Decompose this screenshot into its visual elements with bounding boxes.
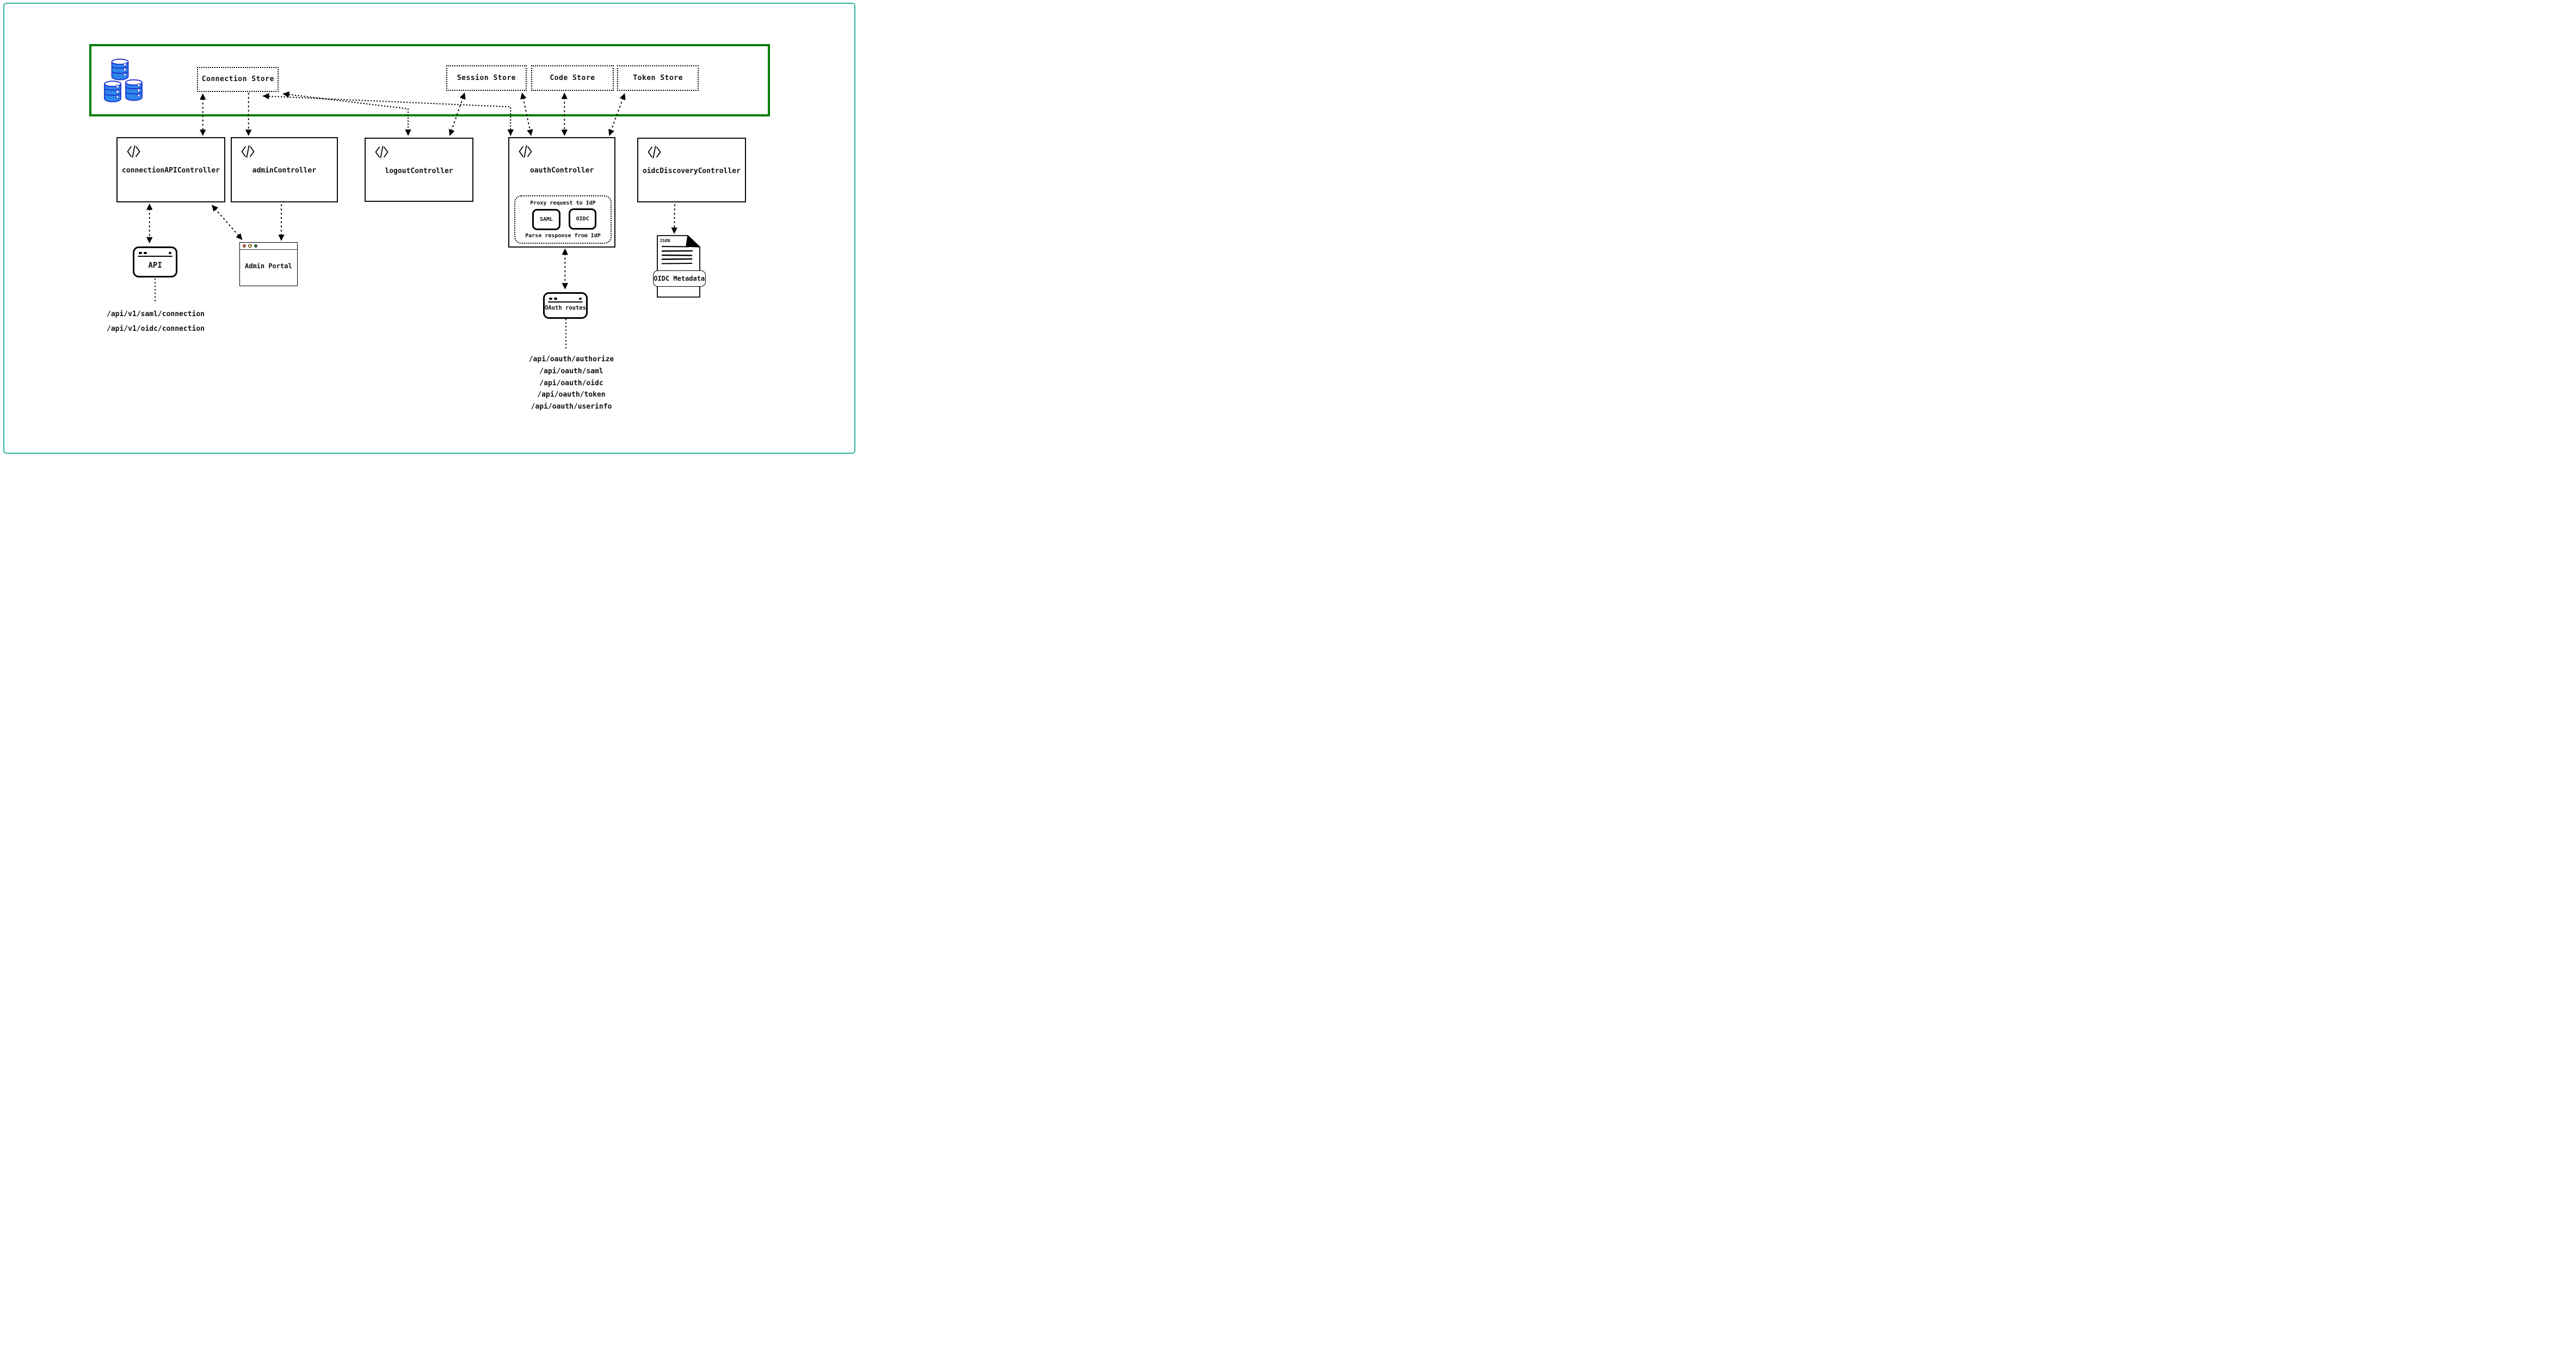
oidc-label: OIDC	[576, 216, 589, 223]
outer-frame-border	[3, 3, 855, 454]
token-store-label: Token Store	[633, 73, 683, 82]
saml-protocol-box: SAML	[532, 208, 560, 230]
saml-label: SAML	[539, 216, 553, 223]
window-dot-icon	[549, 297, 552, 300]
oauth-endpoints: /api/oauth/authorize /api/oauth/saml /ap…	[523, 354, 620, 413]
code-store: Code Store	[531, 65, 614, 91]
window-dot-icon	[144, 251, 147, 255]
api-window-label: API	[148, 261, 162, 270]
oauth-routes-label: OAuth routes	[545, 305, 586, 311]
idp-proxy-bottom-label: Parse response from IdP	[525, 232, 601, 239]
oidc-metadata-label: OIDC Metadata	[654, 274, 705, 282]
controller-admin: adminController	[230, 137, 338, 203]
code-store-label: Code Store	[550, 73, 595, 82]
admin-portal-window: Admin Portal	[239, 242, 298, 287]
connection-store: Connection Store	[197, 66, 279, 92]
admin-portal-label: Admin Portal	[244, 262, 292, 270]
connection-store-label: Connection Store	[201, 75, 274, 84]
window-dot-icon	[579, 297, 582, 300]
minimize-light-icon	[248, 244, 252, 248]
window-titlebar	[239, 243, 297, 250]
json-file-icon: JSON OIDC Metadata	[653, 235, 706, 298]
api-endpoints: /api/v1/saml/connection /api/v1/oidc/con…	[107, 307, 205, 336]
code-icon	[519, 145, 532, 158]
endpoint: /api/oauth/userinfo	[531, 403, 612, 411]
oidc-metadata-banner: OIDC Metadata	[653, 270, 706, 287]
oidc-protocol-box: OIDC	[569, 208, 597, 230]
endpoint: /api/oauth/saml	[539, 367, 603, 375]
code-icon	[241, 145, 255, 158]
json-file-shape	[657, 235, 700, 298]
maximize-light-icon	[254, 244, 258, 248]
window-bar	[138, 255, 173, 257]
code-icon	[648, 145, 661, 158]
architecture-diagram: Connection Store Session Store Code Stor…	[0, 0, 859, 456]
endpoint: /api/v1/oidc/connection	[107, 324, 205, 333]
api-window-icon: API	[133, 246, 178, 278]
idp-proxy-top-label: Proxy request to IdP	[530, 200, 596, 206]
controller-oidc-discovery: oidcDiscoveryController	[637, 137, 746, 203]
session-store-label: Session Store	[457, 73, 516, 82]
code-icon	[375, 145, 389, 158]
endpoint: /api/oauth/oidc	[539, 379, 603, 387]
oauth-routes-window-icon: OAuth routes	[543, 292, 588, 319]
window-dot-icon	[169, 251, 172, 255]
controller-label: oidcDiscoveryController	[642, 166, 741, 175]
close-light-icon	[242, 244, 246, 248]
controller-label: logoutController	[385, 166, 453, 175]
window-bar	[548, 301, 583, 303]
session-store: Session Store	[446, 65, 527, 91]
idp-proxy-box: Proxy request to IdP SAML OIDC Parse res…	[514, 195, 612, 244]
code-icon	[127, 145, 140, 158]
controller-logout: logoutController	[365, 137, 473, 202]
json-type-label: JSON	[660, 238, 670, 243]
controller-oauth: oauthController Proxy request to IdP SAM…	[508, 137, 616, 248]
controller-label: connectionAPIController	[121, 166, 220, 175]
controller-label: oauthController	[529, 166, 594, 175]
token-store: Token Store	[617, 65, 699, 91]
window-dot-icon	[554, 297, 557, 300]
endpoint: /api/oauth/token	[537, 391, 606, 399]
endpoint: /api/oauth/authorize	[528, 355, 614, 363]
endpoint: /api/v1/saml/connection	[107, 310, 205, 318]
controller-label: adminController	[252, 166, 317, 175]
window-dot-icon	[139, 251, 142, 255]
controller-connection-api: connectionAPIController	[116, 137, 225, 203]
